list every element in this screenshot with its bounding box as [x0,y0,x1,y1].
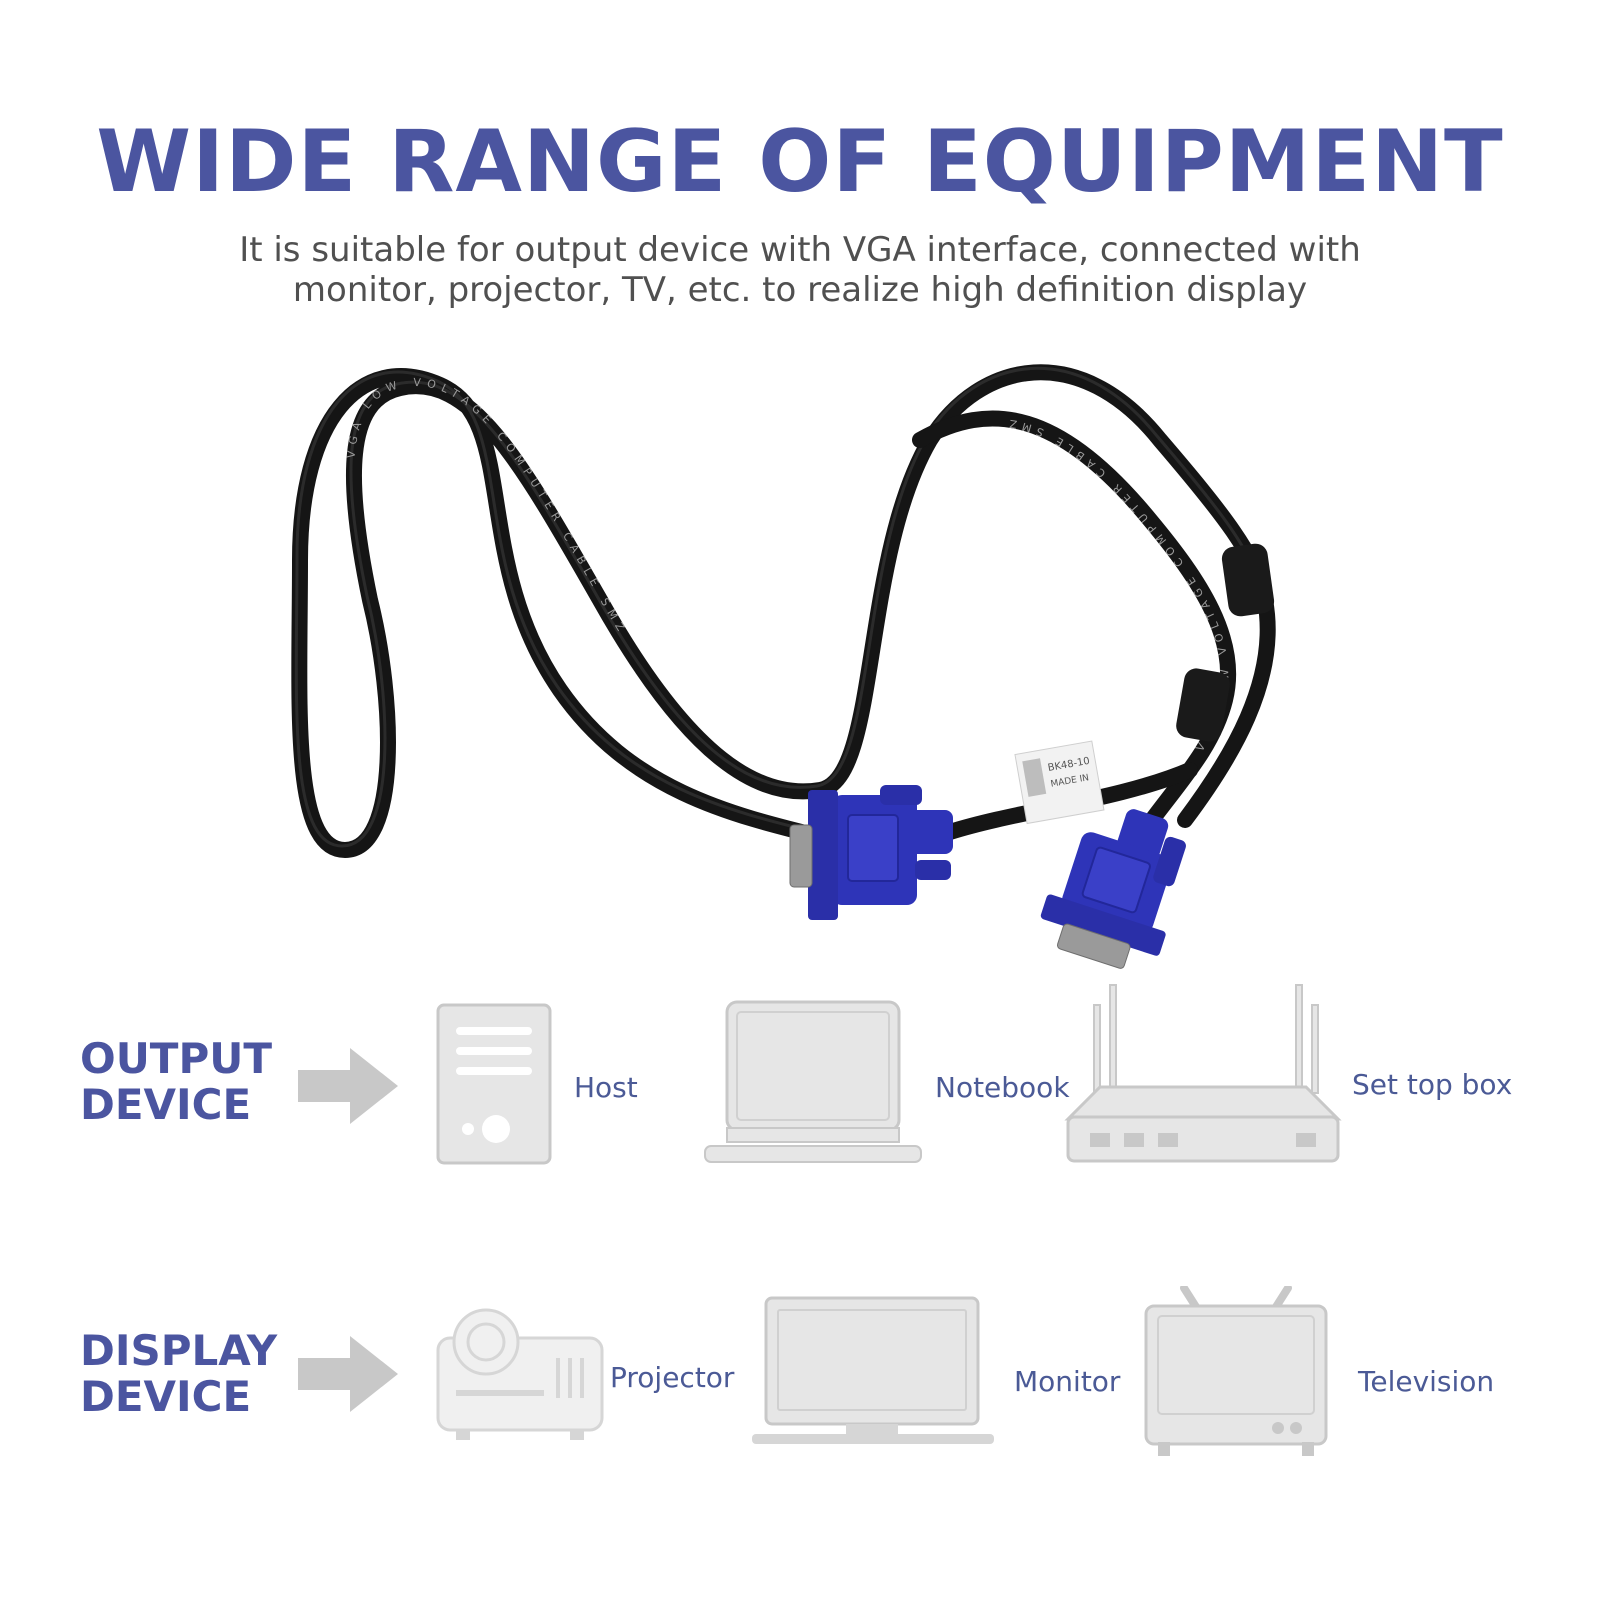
projector-icon [436,1308,604,1440]
vga-cable-image: VGA LOW VOLTAGE COMPUTER CABLE SMZ VGA L… [0,0,1600,969]
display-label-line-2: DEVICE [80,1372,252,1421]
subtitle-line-1: It is suitable for output device with VG… [239,230,1361,270]
output-label-line-2: DEVICE [80,1080,252,1129]
monitor-icon [752,1296,994,1444]
output-label-line-1: OUTPUT [80,1034,272,1083]
arrow-right-icon [298,1336,398,1412]
output-device-heading: OUTPUT DEVICE [80,1036,272,1128]
display-device-heading: DISPLAY DEVICE [80,1328,277,1420]
router-box-icon [1064,984,1342,1163]
svg-text:VGA LOW VOLTAGE COMPUTER CABLE: VGA LOW VOLTAGE COMPUTER CABLE SMZ [344,376,630,639]
device-label-notebook: Notebook [935,1071,1070,1104]
device-label-host: Host [574,1071,638,1104]
display-label-line-1: DISPLAY [80,1326,278,1375]
vga-connector-right [1040,809,1186,969]
laptop-icon [704,1000,922,1163]
arrow-right-icon [298,1048,398,1124]
device-label-set-top-box: Set top box [1352,1068,1513,1101]
device-label-projector: Projector [610,1361,735,1394]
subtitle-line-2: monitor, projector, TV, etc. to realize … [292,270,1308,310]
television-icon [1144,1286,1328,1456]
page-subtitle: It is suitable for output device with VG… [140,230,1460,310]
vga-connector-left [789,785,953,920]
cable-print-a: VGA LOW VOLTAGE COMPUTER CABLE SMZ [344,376,624,639]
page-title: WIDE RANGE OF EQUIPMENT [96,112,1504,212]
device-label-monitor: Monitor [1014,1365,1121,1398]
desktop-tower-icon [436,1003,552,1165]
device-label-television: Television [1358,1365,1495,1398]
